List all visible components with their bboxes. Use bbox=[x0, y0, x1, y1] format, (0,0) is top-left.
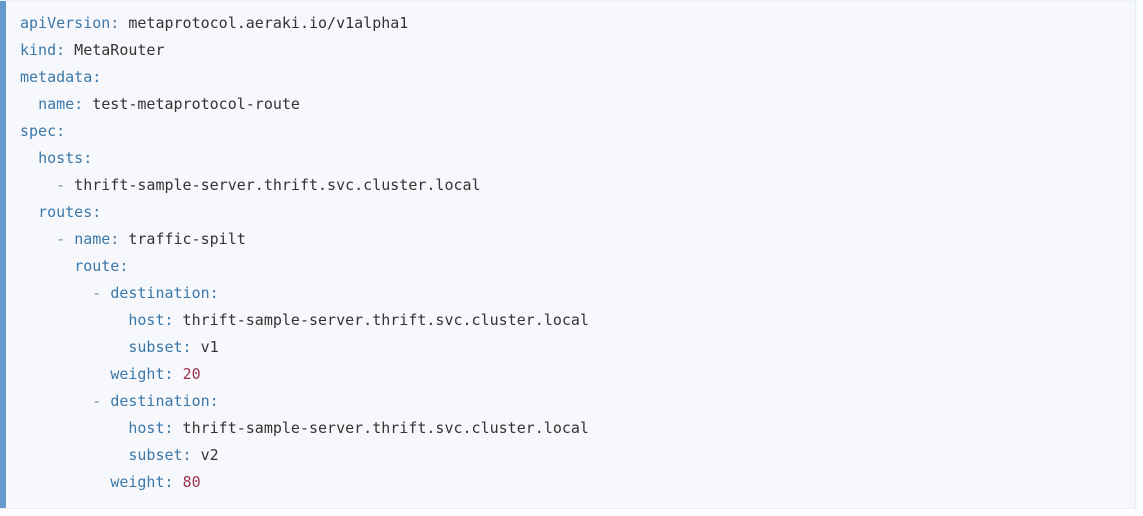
code-line: kind: MetaRouter bbox=[20, 37, 1121, 64]
code-token-key: spec: bbox=[20, 122, 66, 140]
code-token-plain: test-metaprotocol-route bbox=[83, 95, 300, 113]
code-line: host: thrift-sample-server.thrift.svc.cl… bbox=[20, 415, 1121, 442]
code-line: - destination: bbox=[20, 280, 1121, 307]
code-token-dash: - bbox=[56, 176, 66, 194]
code-token-num: 20 bbox=[182, 365, 201, 383]
code-line: - thrift-sample-server.thrift.svc.cluste… bbox=[20, 172, 1121, 199]
code-token-plain: thrift-sample-server.thrift.svc.cluster.… bbox=[173, 311, 589, 329]
code-token-plain bbox=[20, 338, 128, 356]
code-line: subset: v2 bbox=[20, 442, 1121, 469]
code-token-plain: metaprotocol.aeraki.io/v1alpha1 bbox=[119, 14, 409, 32]
code-line: route: bbox=[20, 253, 1121, 280]
code-line: weight: 20 bbox=[20, 361, 1121, 388]
code-line: spec: bbox=[20, 118, 1121, 145]
code-line: weight: 80 bbox=[20, 469, 1121, 496]
code-token-key: kind: bbox=[20, 41, 66, 59]
code-token-plain: v2 bbox=[191, 446, 219, 464]
code-token-key: subset: bbox=[128, 446, 192, 464]
code-token-dash: - bbox=[92, 392, 102, 410]
code-token-key: destination: bbox=[110, 392, 219, 410]
code-token-plain bbox=[20, 149, 38, 167]
code-token-plain bbox=[101, 392, 110, 410]
code-line: metadata: bbox=[20, 64, 1121, 91]
code-token-key: apiVersion: bbox=[20, 14, 120, 32]
code-token-plain bbox=[174, 473, 183, 491]
code-token-plain: thrift-sample-server.thrift.svc.cluster.… bbox=[173, 419, 589, 437]
code-token-key: metadata: bbox=[20, 68, 102, 86]
code-token-plain bbox=[20, 365, 110, 383]
code-token-plain bbox=[20, 446, 128, 464]
code-line: routes: bbox=[20, 199, 1121, 226]
code-token-key: host: bbox=[128, 311, 174, 329]
code-token-plain: MetaRouter bbox=[65, 41, 165, 59]
code-line: apiVersion: metaprotocol.aeraki.io/v1alp… bbox=[20, 10, 1121, 37]
code-token-key: name: bbox=[74, 230, 120, 248]
code-token-plain bbox=[20, 311, 128, 329]
code-token-key: routes: bbox=[38, 203, 102, 221]
code-token-plain bbox=[101, 284, 110, 302]
code-token-key: destination: bbox=[110, 284, 219, 302]
code-token-plain bbox=[20, 203, 38, 221]
code-line: hosts: bbox=[20, 145, 1121, 172]
code-token-plain bbox=[174, 365, 183, 383]
code-token-plain: v1 bbox=[191, 338, 219, 356]
code-token-plain bbox=[20, 392, 92, 410]
code-token-plain bbox=[20, 257, 74, 275]
code-token-plain bbox=[20, 473, 110, 491]
code-token-key: name: bbox=[38, 95, 84, 113]
code-token-plain bbox=[65, 230, 74, 248]
code-token-key: weight: bbox=[110, 473, 174, 491]
code-token-key: hosts: bbox=[38, 149, 93, 167]
yaml-code: apiVersion: metaprotocol.aeraki.io/v1alp… bbox=[6, 1, 1135, 508]
code-token-plain bbox=[20, 95, 38, 113]
code-token-key: subset: bbox=[128, 338, 192, 356]
code-token-num: 80 bbox=[182, 473, 201, 491]
code-line: host: thrift-sample-server.thrift.svc.cl… bbox=[20, 307, 1121, 334]
code-line: - name: traffic-spilt bbox=[20, 226, 1121, 253]
code-token-plain bbox=[20, 419, 128, 437]
code-token-dash: - bbox=[92, 284, 102, 302]
code-token-dash: - bbox=[56, 230, 66, 248]
code-token-key: route: bbox=[74, 257, 129, 275]
code-token-key: weight: bbox=[110, 365, 174, 383]
code-line: name: test-metaprotocol-route bbox=[20, 91, 1121, 118]
code-line: - destination: bbox=[20, 388, 1121, 415]
code-token-plain bbox=[20, 284, 92, 302]
code-token-plain bbox=[20, 230, 56, 248]
accent-bar bbox=[0, 1, 6, 508]
code-token-key: host: bbox=[128, 419, 174, 437]
code-line: subset: v1 bbox=[20, 334, 1121, 361]
code-token-plain: traffic-spilt bbox=[119, 230, 246, 248]
code-token-plain bbox=[20, 176, 56, 194]
code-token-plain: thrift-sample-server.thrift.svc.cluster.… bbox=[65, 176, 481, 194]
